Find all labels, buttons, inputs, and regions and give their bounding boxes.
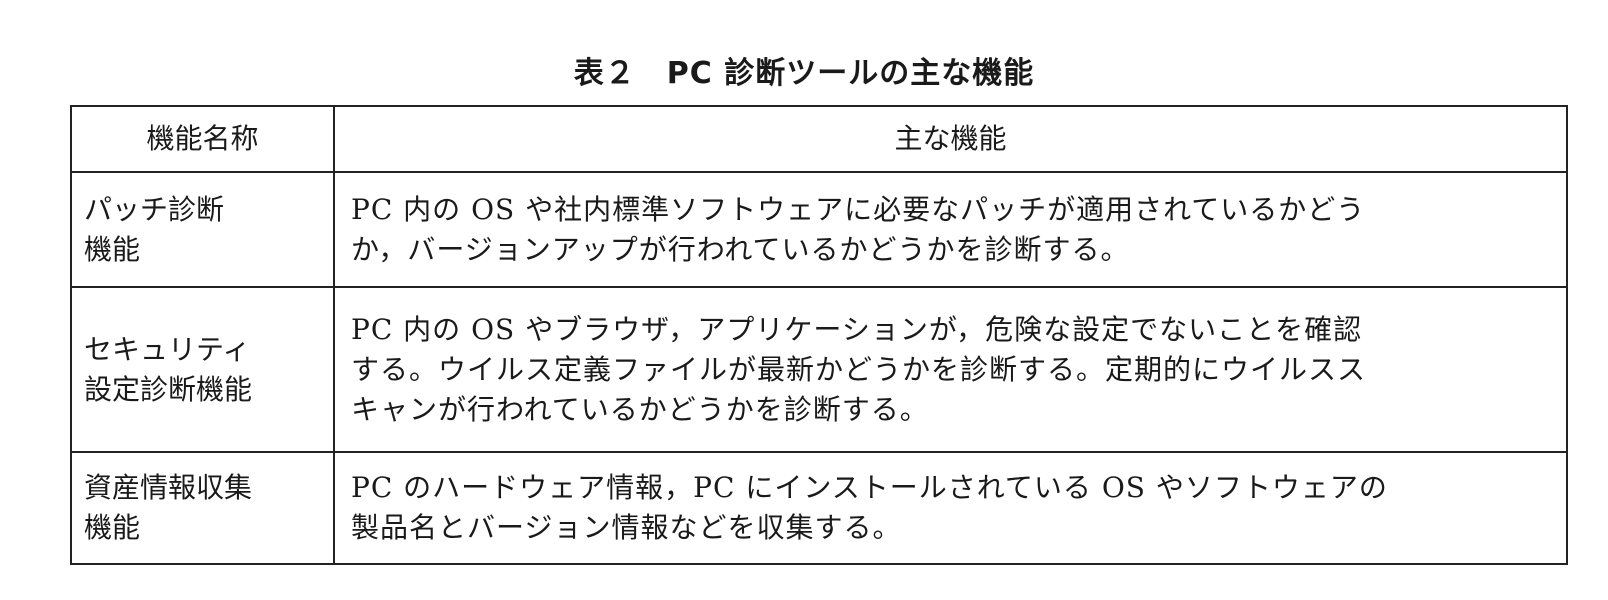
function-name-cell: 資産情報収集 機能 xyxy=(70,451,335,565)
function-desc-line: PC 内の OS や社内標準ソフトウェアに必要なパッチが適用されているかどう xyxy=(351,192,1366,226)
table-row: 資産情報収集 機能 PC のハードウェア情報，PC にインストールされている O… xyxy=(70,451,1568,565)
table-row: セキュリティ 設定診断機能 PC 内の OS やブラウザ，アプリケーションが，危… xyxy=(70,286,1568,453)
function-name-line: 機能 xyxy=(84,232,141,266)
function-desc-cell: PC 内の OS や社内標準ソフトウェアに必要なパッチが適用されているかどう か… xyxy=(333,171,1568,288)
function-name-cell: パッチ診断 機能 xyxy=(70,171,335,288)
function-desc-line: する。ウイルス定義ファイルが最新かどうかを診断する。定期的にウイルスス xyxy=(351,352,1367,386)
table-header-row: 機能名称 主な機能 xyxy=(70,105,1568,173)
function-desc-line: キャンが行われているかどうかを診断する。 xyxy=(351,392,929,426)
function-name-line: 設定診断機能 xyxy=(84,372,253,406)
function-name-line: パッチ診断 xyxy=(84,192,225,226)
function-name-cell: セキュリティ 設定診断機能 xyxy=(70,286,335,453)
function-desc-line: か，バージョンアップが行われているかどうかを診断する。 xyxy=(351,232,1130,266)
function-desc-line: 製品名とバージョン情報などを収集する。 xyxy=(351,511,902,544)
header-main-function: 主な機能 xyxy=(333,105,1568,173)
function-name-line: 機能 xyxy=(84,511,141,544)
function-desc-cell: PC 内の OS やブラウザ，アプリケーションが，危険な設定でないことを確認 す… xyxy=(333,286,1568,453)
table-title: 表２ PC 診断ツールの主な機能 xyxy=(573,56,1035,91)
function-name-line: 資産情報収集 xyxy=(84,471,253,504)
header-function-name: 機能名称 xyxy=(70,105,335,173)
table-row: パッチ診断 機能 PC 内の OS や社内標準ソフトウェアに必要なパッチが適用さ… xyxy=(70,171,1568,288)
function-desc-line: PC 内の OS やブラウザ，アプリケーションが，危険な設定でないことを確認 xyxy=(351,312,1363,346)
features-table: 機能名称 主な機能 パッチ診断 機能 PC 内の OS や社内標準ソフトウェアに… xyxy=(70,105,1568,565)
function-desc-line: PC のハードウェア情報，PC にインストールされている OS やソフトウェアの xyxy=(351,471,1388,504)
function-name-line: セキュリティ xyxy=(84,332,251,366)
function-desc-cell: PC のハードウェア情報，PC にインストールされている OS やソフトウェアの… xyxy=(333,451,1568,565)
